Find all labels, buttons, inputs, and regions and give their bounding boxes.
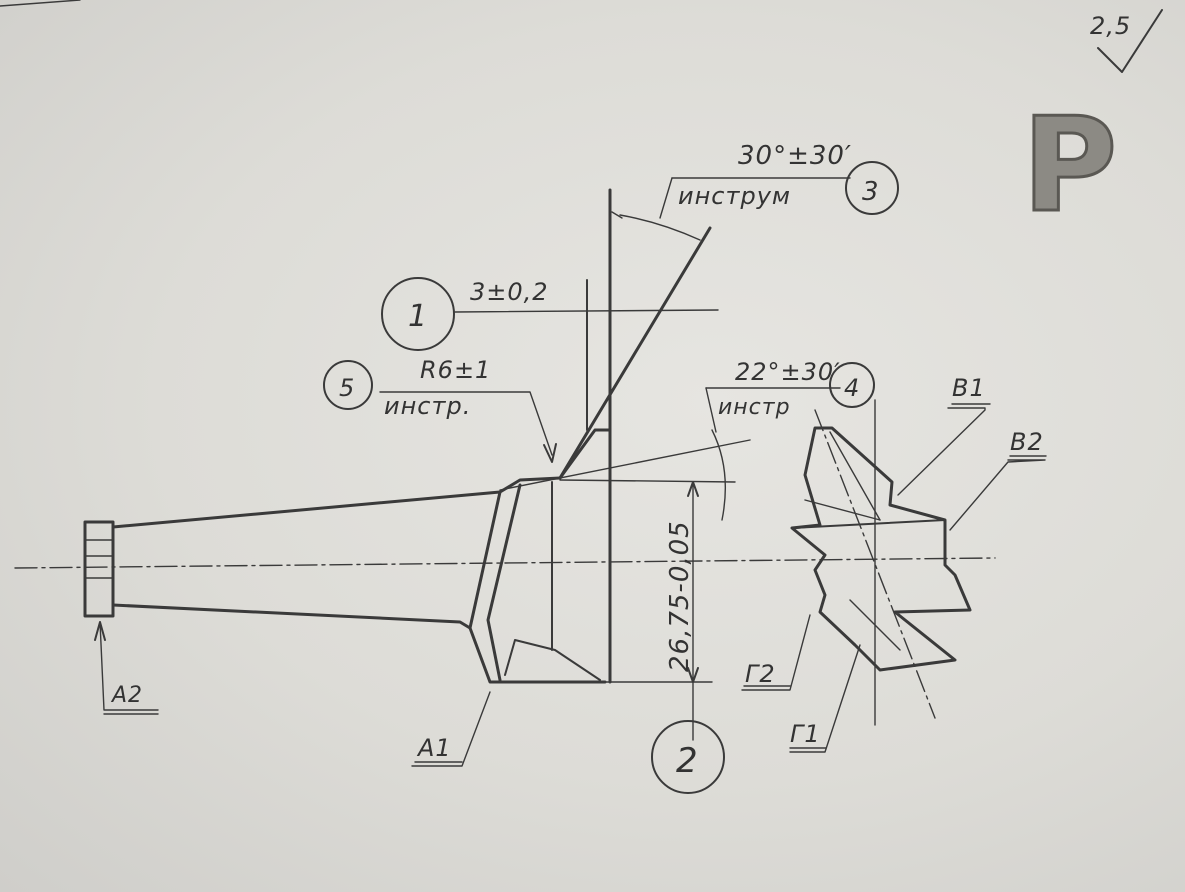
center-axis-line	[14, 557, 996, 569]
label-B2: В2	[1010, 428, 1044, 456]
dim1-line	[454, 309, 719, 313]
roughness-value: 2,5	[1090, 12, 1131, 40]
callout-circle-2	[651, 720, 725, 794]
detail-inner-line	[791, 519, 946, 529]
tip-edge	[558, 428, 612, 480]
callout-number-3: 3	[862, 177, 880, 207]
shank-top-edge	[111, 476, 562, 529]
angle-22-arc	[711, 429, 726, 521]
dim3-note: инструм	[678, 182, 791, 210]
dim5-text: R6±1	[420, 356, 491, 384]
label-A1: А1	[416, 734, 452, 762]
callout-circle-4	[829, 362, 875, 408]
flange-cut	[504, 639, 601, 681]
leader-G1	[789, 644, 861, 753]
sheet-edge-line	[0, 0, 81, 7]
cutting-edge-22deg	[499, 439, 751, 491]
angle-22-leader-diag	[705, 387, 717, 433]
angle-30-arc	[619, 214, 701, 241]
callout-number-4: 4	[844, 374, 860, 402]
title-letter: Р	[1022, 89, 1117, 241]
angle-30-arrow-left	[611, 211, 623, 219]
callout-number-2: 2	[676, 741, 699, 781]
label-underlines	[103, 403, 1047, 763]
callout-number-5: 5	[339, 374, 355, 402]
detail-section-outline	[790, 426, 972, 672]
roughness-symbol	[1097, 9, 1163, 73]
label-B1: В1	[952, 374, 986, 402]
dim1-text: 3±0,2	[470, 278, 549, 306]
callout-number-1: 1	[408, 299, 428, 334]
dim5-arrow	[543, 443, 557, 463]
top-extension-line	[559, 479, 736, 483]
angle-30-leader-diag	[659, 177, 673, 219]
dim3-text: 30°±30′	[738, 141, 852, 171]
leader-G2	[741, 614, 811, 691]
dim4-text: 22°±30′	[735, 358, 841, 386]
dim2-arrow-top	[687, 481, 699, 497]
detail-hatch-2	[804, 499, 881, 521]
detail-hatch-1	[829, 431, 881, 521]
callout-circle-3	[845, 161, 899, 215]
leader-B1	[897, 407, 986, 496]
dim5-note: инстр.	[384, 392, 471, 420]
dim5-leader	[379, 391, 553, 456]
detail-hatch-3	[849, 599, 901, 651]
leader-A2	[99, 621, 159, 711]
label-G2: Г2	[745, 660, 776, 688]
cutting-edge-30deg	[558, 226, 712, 480]
callout-circle-1	[381, 277, 455, 351]
label-G1: Г1	[790, 720, 821, 748]
dim2-text: 26,75-0,05	[665, 520, 695, 672]
leader-A1	[411, 691, 491, 767]
callout-circle-5	[323, 360, 373, 410]
flange-chamfer-outer	[468, 490, 502, 630]
dim4-note: инстр	[718, 395, 791, 420]
leader-B2	[949, 459, 1046, 531]
label-A2: А2	[110, 683, 143, 708]
flange-chamfer-inner	[486, 483, 522, 682]
shank-end-collar	[83, 520, 115, 618]
leader-A2-arrow	[94, 621, 106, 641]
